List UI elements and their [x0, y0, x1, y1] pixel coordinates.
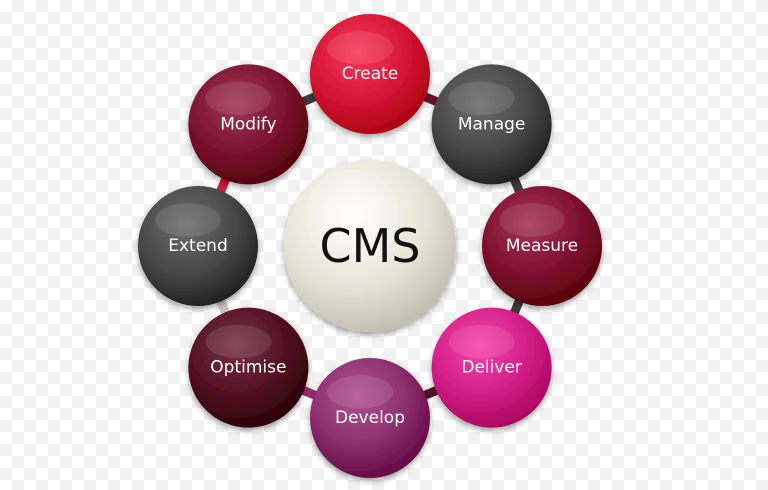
- node-extend[interactable]: Extend: [138, 186, 258, 306]
- node-highlight-modify: [205, 81, 272, 116]
- node-highlight-measure: [499, 203, 565, 237]
- node-label-measure: Measure: [506, 236, 578, 256]
- node-circle-develop: [310, 358, 430, 478]
- node-create[interactable]: Create: [310, 14, 430, 134]
- node-optimise[interactable]: Optimise: [188, 307, 309, 428]
- node-label-manage: Manage: [458, 114, 526, 134]
- node-label-deliver: Deliver: [461, 358, 522, 378]
- node-highlight-manage: [448, 81, 515, 116]
- node-highlight-create: [327, 31, 393, 65]
- hub-node[interactable]: CMS: [284, 160, 456, 332]
- hub-highlight: [304, 168, 400, 264]
- node-circle-manage: [431, 64, 552, 185]
- node-modify[interactable]: Modify: [188, 64, 309, 185]
- node-highlight-develop: [327, 375, 393, 409]
- node-deliver[interactable]: Deliver: [431, 307, 552, 428]
- node-label-modify: Modify: [220, 114, 276, 134]
- hub-label: CMS: [319, 219, 420, 273]
- node-measure[interactable]: Measure: [482, 186, 602, 306]
- node-label-optimise: Optimise: [210, 358, 286, 378]
- node-circle-modify: [188, 64, 309, 185]
- node-highlight-extend: [155, 203, 221, 237]
- node-label-develop: Develop: [335, 408, 405, 428]
- node-circle-create: [310, 14, 430, 134]
- node-develop[interactable]: Develop: [310, 358, 430, 478]
- node-manage[interactable]: Manage: [431, 64, 552, 185]
- node-label-extend: Extend: [168, 236, 228, 256]
- node-circle-deliver: [431, 307, 552, 428]
- node-circle-extend: [138, 186, 258, 306]
- node-circle-optimise: [188, 307, 309, 428]
- node-circle-measure: [482, 186, 602, 306]
- node-highlight-deliver: [448, 324, 515, 359]
- node-highlight-optimise: [205, 324, 272, 359]
- hub-circle: [284, 160, 456, 332]
- node-label-create: Create: [342, 64, 399, 84]
